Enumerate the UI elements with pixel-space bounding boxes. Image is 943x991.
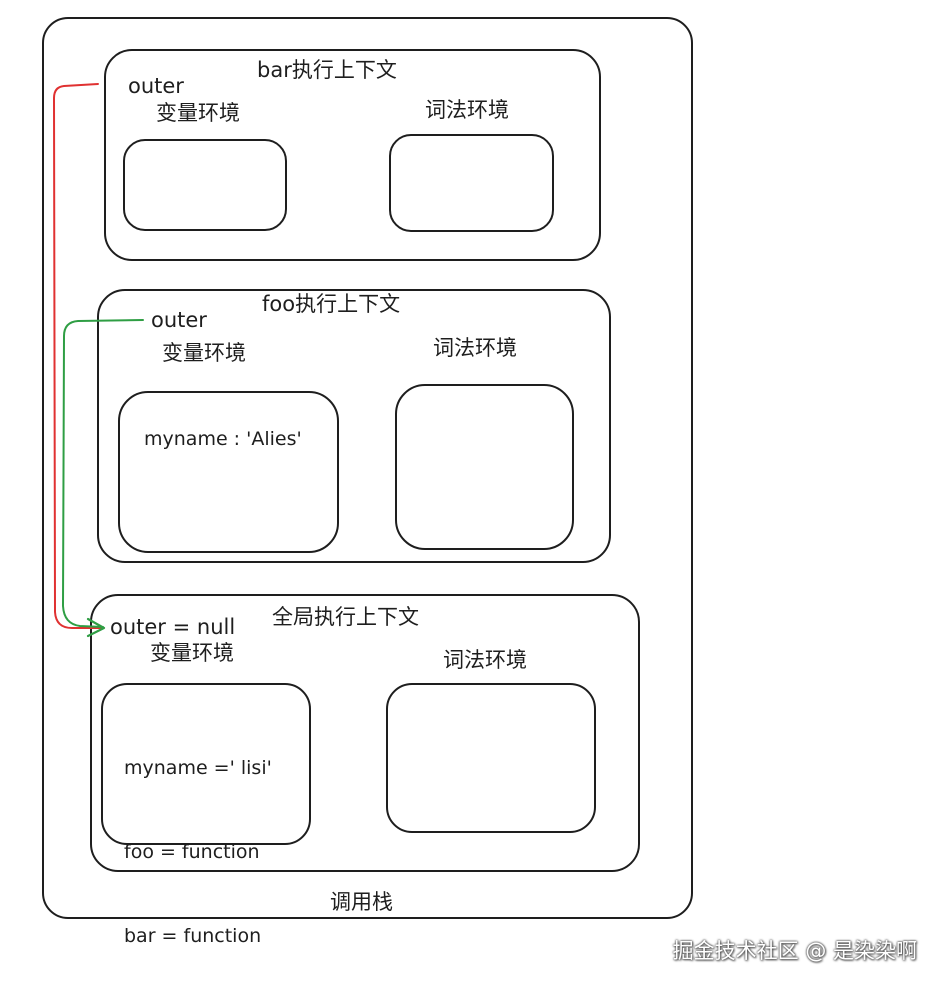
bar-variable-env-label: 变量环境 [156, 101, 240, 125]
bar-lexical-env-label: 词法环境 [425, 98, 509, 122]
foo-variable-env-label: 变量环境 [162, 341, 246, 365]
global-lexical-env-box [386, 683, 596, 833]
global-lexical-env-label: 词法环境 [443, 648, 527, 672]
global-variable-myname: myname =' lisi' [124, 757, 272, 779]
global-variable-env-box [101, 683, 311, 845]
foo-variable-env-box [118, 391, 339, 553]
watermark: 掘金技术社区 @ 是染染啊 [672, 939, 917, 963]
foo-outer-label: outer [151, 308, 207, 332]
global-context-box [90, 594, 640, 872]
global-outer-label: outer = null [110, 615, 236, 639]
global-variable-foo: foo = function [124, 841, 260, 863]
foo-variable-myname: myname : 'Alies' [144, 428, 302, 450]
bar-context-box [104, 49, 601, 261]
global-context-title: 全局执行上下文 [272, 605, 419, 629]
call-stack-label: 调用栈 [330, 890, 393, 914]
global-variable-bar: bar = function [124, 925, 262, 947]
foo-lexical-env-label: 词法环境 [433, 336, 517, 360]
global-variable-env-label: 变量环境 [150, 641, 234, 665]
bar-context-title: bar执行上下文 [257, 58, 397, 82]
foo-context-title: foo执行上下文 [262, 292, 401, 316]
global-variable-list: myname =' lisi' foo = function bar = fun… [124, 698, 272, 978]
bar-variable-env-box [123, 139, 287, 231]
bar-lexical-env-box [389, 134, 554, 232]
call-stack-box [42, 17, 693, 919]
foo-lexical-env-box [395, 384, 574, 550]
bar-outer-label: outer [128, 74, 184, 98]
